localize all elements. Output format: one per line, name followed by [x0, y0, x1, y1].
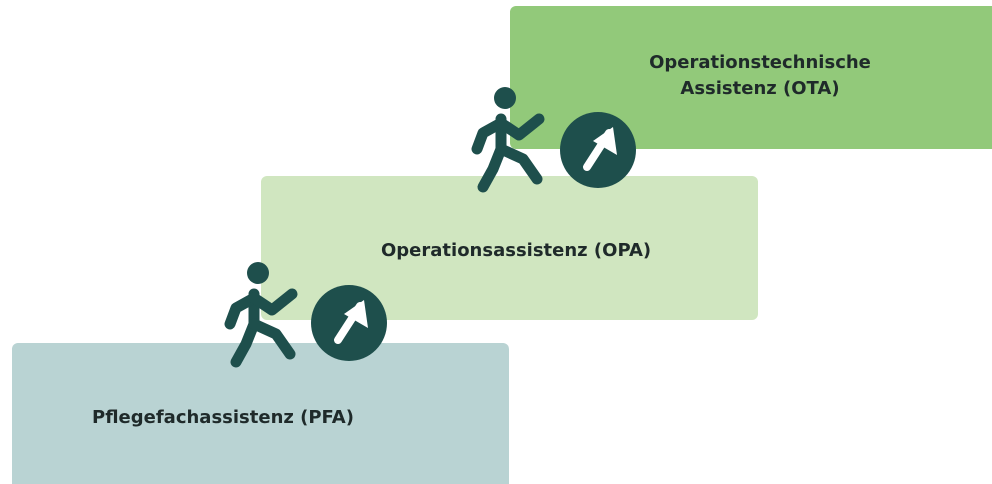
step-pfa-label: Pflegefachassistenz (PFA) [92, 407, 354, 428]
step-ota-label-line1: Operationstechnische [649, 52, 871, 73]
running-person-icon [471, 87, 545, 193]
up-right-arrow-circle-icon [311, 285, 387, 361]
step-pfa: Pflegefachassistenz (PFA) [12, 343, 509, 484]
up-right-arrow-circle-icon [560, 112, 636, 188]
step-ota-label: Operationstechnische Assistenz (OTA) [600, 50, 920, 102]
step-opa-label: Operationsassistenz (OPA) [381, 240, 652, 261]
step-ota-label-line2: Assistenz (OTA) [680, 78, 840, 99]
running-person-icon [224, 262, 298, 368]
